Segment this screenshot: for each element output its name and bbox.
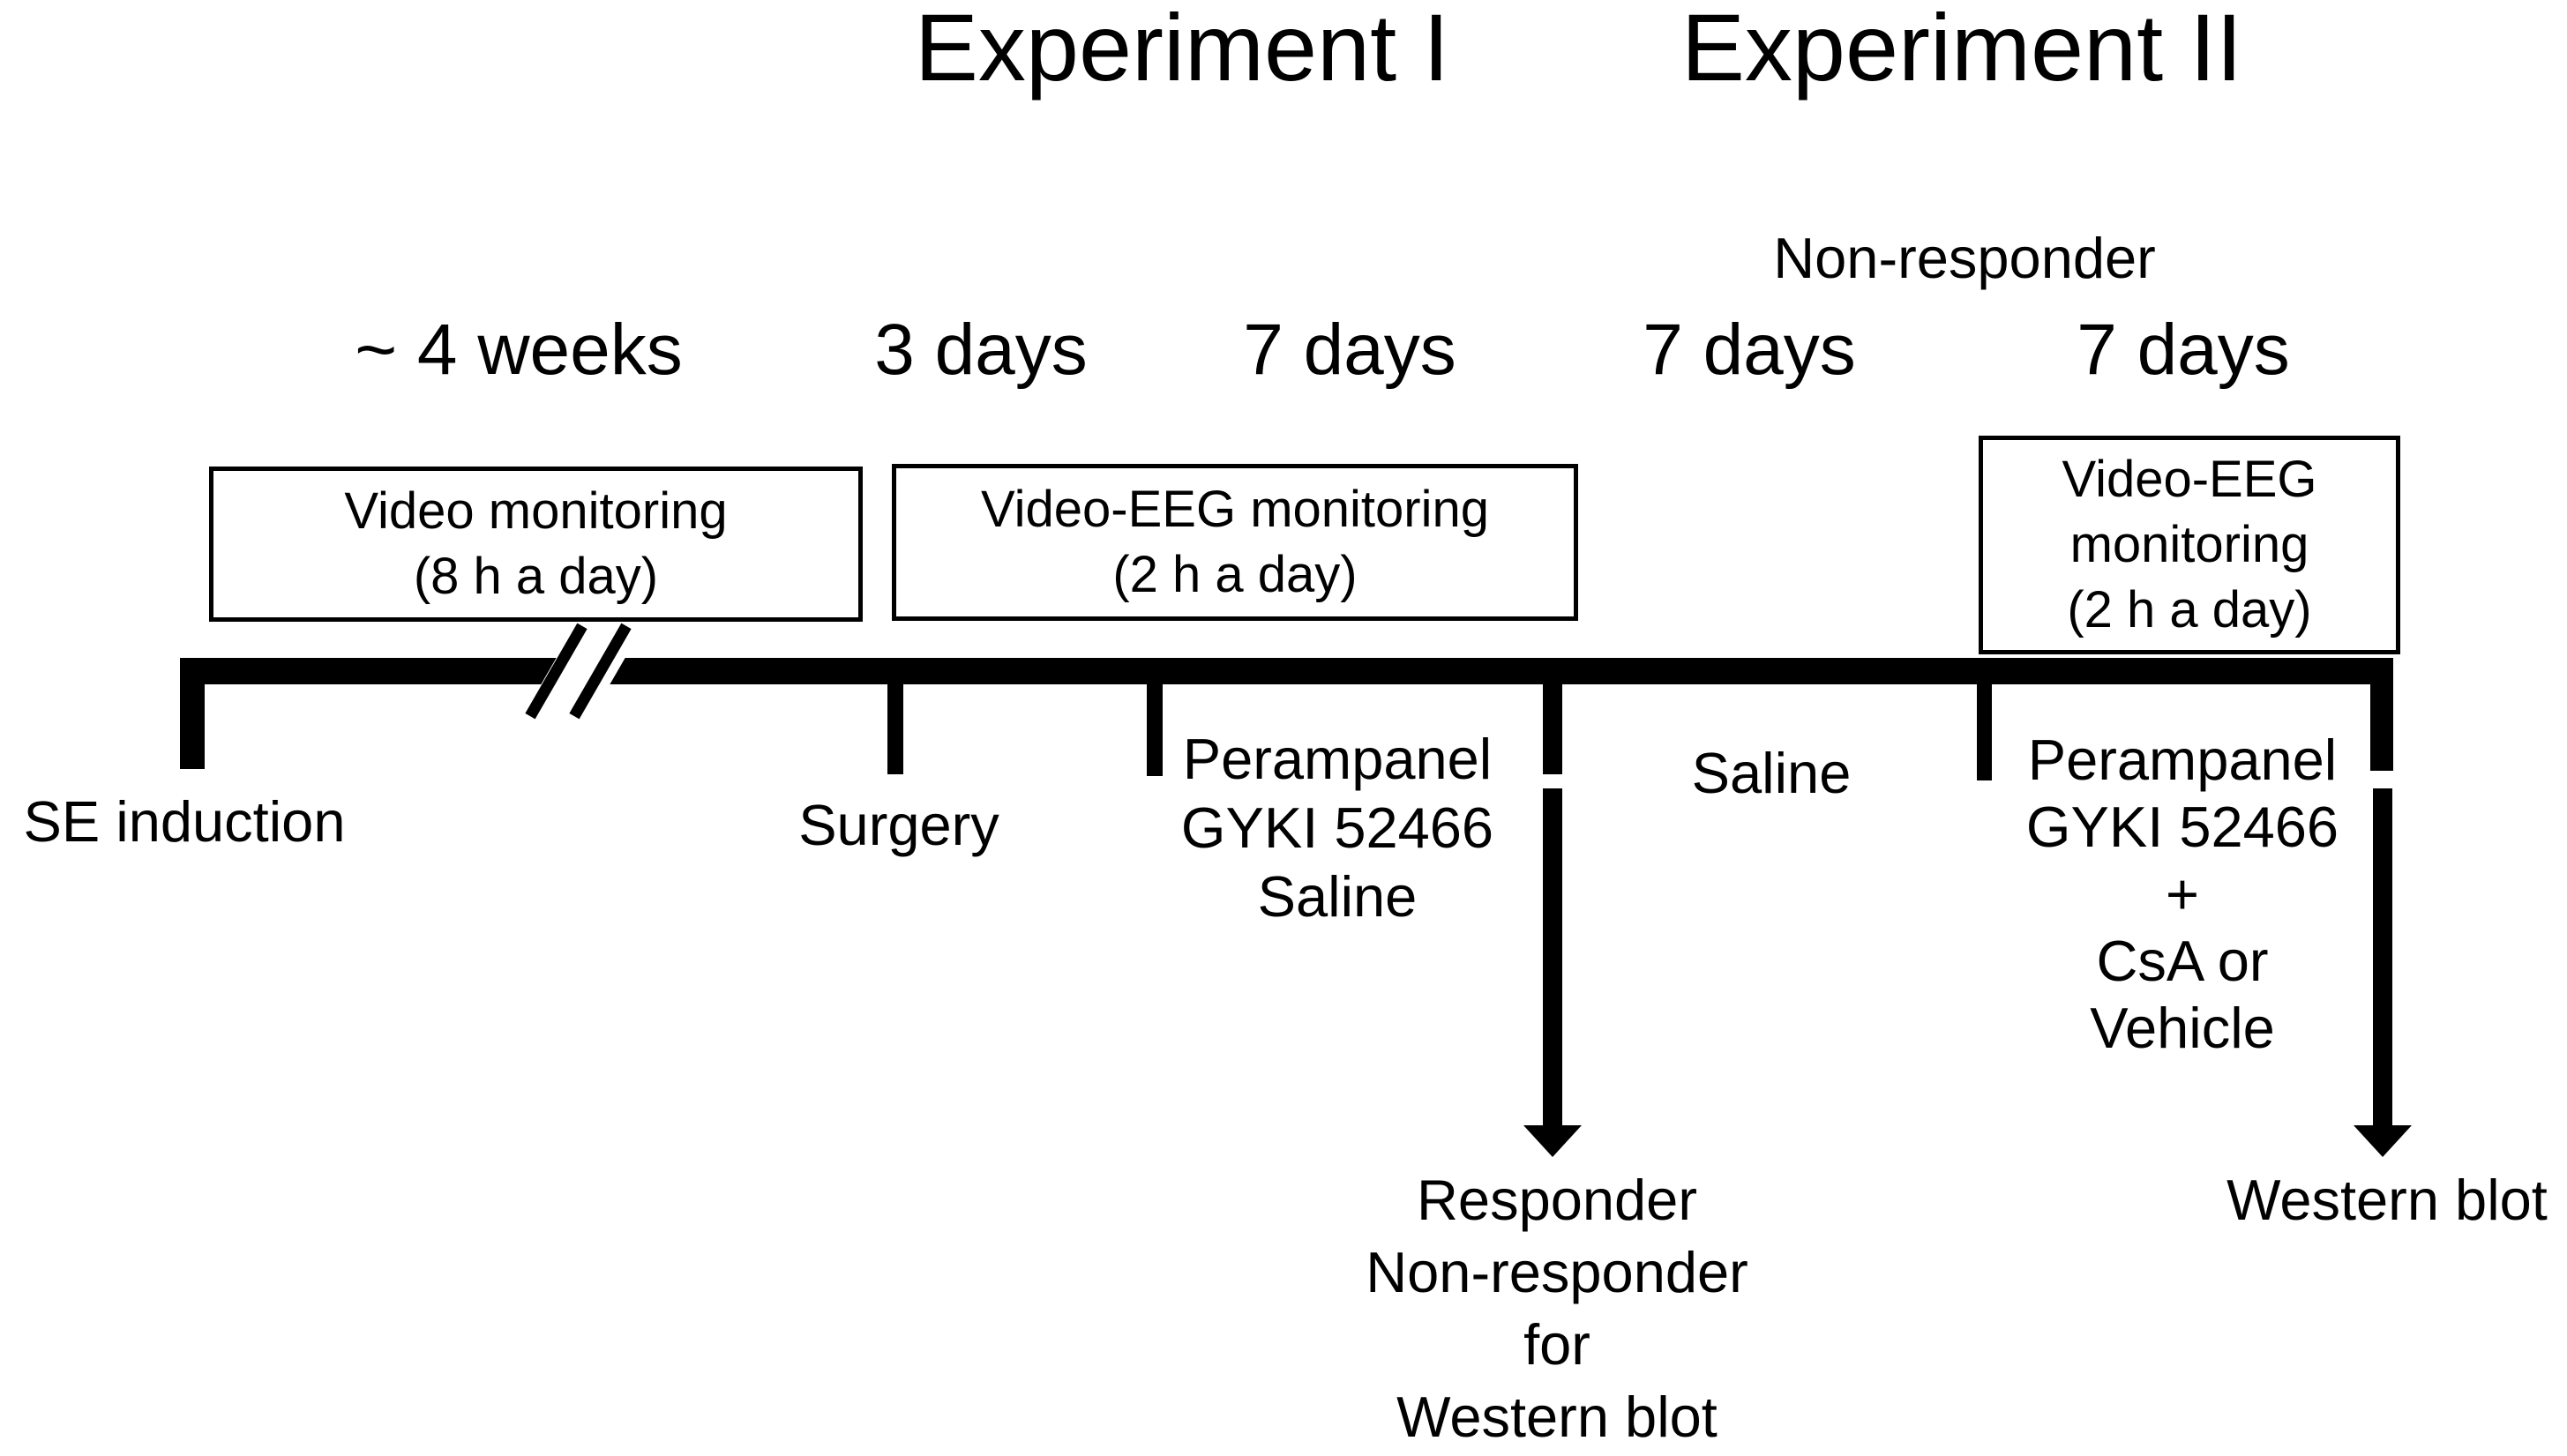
video-monitoring-line1: Video monitoring [344,482,728,540]
tick-treatment-end-exp1 [1543,681,1562,774]
outcome-exp1-line3: for [1523,1312,1590,1377]
down-arrowhead-exp1-icon [1523,1125,1582,1157]
duration-4-weeks: ~ 4 weeks [355,310,683,390]
video-monitoring-line2: (8 h a day) [413,548,659,605]
duration-7-days-saline: 7 days [1643,310,1856,390]
surgery-label: Surgery [798,793,999,857]
treatment-exp2-line5: Vehicle [2090,996,2275,1060]
treatment-exp2-label: Perampanel GYKI 52466 + CsA or Vehicle [2026,727,2339,1062]
tick-surgery [887,681,903,774]
treatment-exp1-label: Perampanel GYKI 52466 Saline [1181,725,1493,931]
treatment-exp2-line2: GYKI 52466 [2025,795,2339,859]
outcome-exp1-line4: Western blot [1396,1385,1718,1449]
tick-timeline-end [2370,658,2393,771]
video-eeg-monitoring-box-exp1: Video-EEG monitoring (2 h a day) [892,464,1578,621]
treatment-exp1-line2: GYKI 52466 [1180,795,1494,860]
outcome-exp2-label: Western blot [2226,1168,2548,1232]
outcome-exp1-line2: Non-responder [1366,1240,1748,1304]
outcome-exp1-line1: Responder [1416,1168,1697,1232]
video-eeg-exp2-line2: monitoring [2069,516,2309,573]
down-arrowhead-exp2-icon [2354,1125,2412,1157]
video-eeg-monitoring-box-exp2: Video-EEG monitoring (2 h a day) [1979,436,2400,654]
tick-treatment-start-exp1 [1147,681,1163,776]
treatment-exp1-line1: Perampanel [1182,727,1493,791]
down-arrow-exp1-shaft [1543,788,1562,1127]
treatment-exp2-line1: Perampanel [2027,728,2338,792]
video-eeg-exp1-line2: (2 h a day) [1112,546,1358,603]
outcome-exp1-label: Responder Non-responder for Western blot [1366,1164,1748,1453]
non-responder-note: Non-responder [1773,226,2156,290]
duration-7-days-exp2: 7 days [2077,310,2290,390]
video-eeg-exp2-line1: Video-EEG [2062,451,2317,508]
se-induction-label: SE induction [23,789,346,854]
saline-period-label: Saline [1691,741,1852,805]
tick-treatment-start-exp2 [1977,681,1992,780]
duration-3-days: 3 days [874,310,1088,390]
duration-7-days-exp1: 7 days [1243,310,1456,390]
treatment-exp2-line3: + [2166,862,2199,926]
treatment-exp1-line3: Saline [1257,864,1418,929]
video-monitoring-box: Video monitoring (8 h a day) [209,467,863,622]
down-arrow-exp2-shaft [2373,788,2392,1127]
timeline-bar [180,658,2391,684]
video-eeg-exp1-line1: Video-EEG monitoring [980,481,1489,538]
tick-se-induction [180,658,205,769]
treatment-exp2-line4: CsA or [2096,929,2269,993]
experiment-2-title: Experiment II [1680,0,2243,101]
video-eeg-exp2-line3: (2 h a day) [2067,581,2312,638]
experiment-1-title: Experiment I [914,0,1450,101]
